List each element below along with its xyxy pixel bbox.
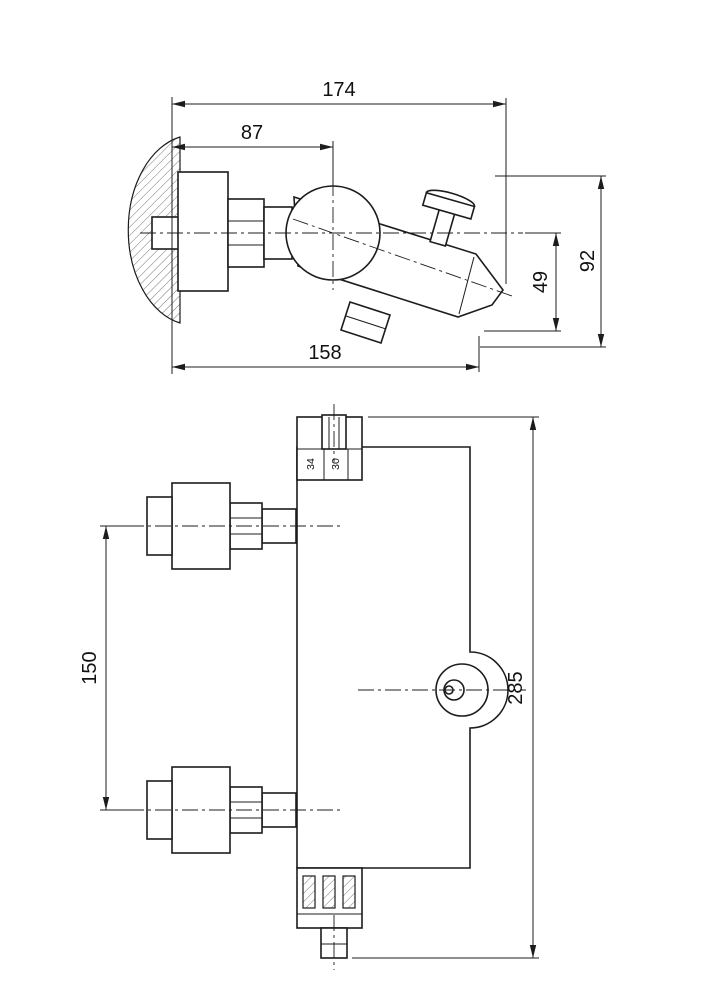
arrowhead [597, 176, 605, 189]
dimension-center-to-spout: 49 [484, 232, 561, 332]
arrowhead [552, 233, 560, 246]
side-view: 174 87 158 92 [127, 79, 606, 374]
arrowhead [172, 143, 185, 151]
dimension-label-285: 285 [505, 671, 527, 704]
valve-body-front [296, 446, 509, 869]
diverter-knob [421, 189, 476, 248]
dimension-label-87: 87 [241, 122, 263, 144]
centerline-body-axis [292, 218, 513, 297]
arrowhead [529, 417, 537, 430]
bottom-port-hatch [342, 875, 356, 909]
dimension-label-174: 174 [322, 79, 355, 101]
arrowhead [466, 363, 479, 371]
arrowhead [102, 526, 110, 539]
spout-joint-line [458, 256, 475, 315]
arrowhead [597, 334, 605, 347]
dimension-overall-height-front: 285 [352, 416, 539, 959]
lower-inlet-arm [128, 766, 342, 854]
diverter-stem [429, 207, 456, 248]
arrowhead [529, 945, 537, 958]
dimension-overall-depth: 174 [171, 79, 507, 374]
arrowhead [172, 363, 185, 371]
arrowhead [552, 318, 560, 331]
arrowhead [493, 100, 506, 108]
dimension-overall-height-side: 92 [480, 175, 606, 348]
dimension-inlet-spacing: 150 [79, 525, 144, 811]
arrowhead [320, 143, 333, 151]
hose-outlet-line [345, 315, 387, 330]
dimension-label-92: 92 [577, 250, 599, 272]
front-view: 34 30 [79, 404, 539, 970]
temperature-handle-side [177, 171, 229, 292]
arrowhead [172, 100, 185, 108]
dimension-label-150: 150 [79, 651, 101, 684]
dimension-label-158: 158 [308, 342, 341, 364]
port-label-34: 34 [305, 458, 317, 470]
dimension-wall-to-spout: 158 [172, 336, 480, 372]
upper-inlet-arm [128, 482, 342, 570]
port-label-30: 30 [330, 458, 342, 470]
dimension-label-49: 49 [530, 271, 552, 293]
bottom-port-hatch [322, 875, 336, 909]
dimension-wall-to-handle: 87 [172, 122, 334, 186]
bottom-port-hatch [302, 875, 316, 909]
diverter-cap [421, 191, 476, 220]
arrowhead [102, 797, 110, 810]
